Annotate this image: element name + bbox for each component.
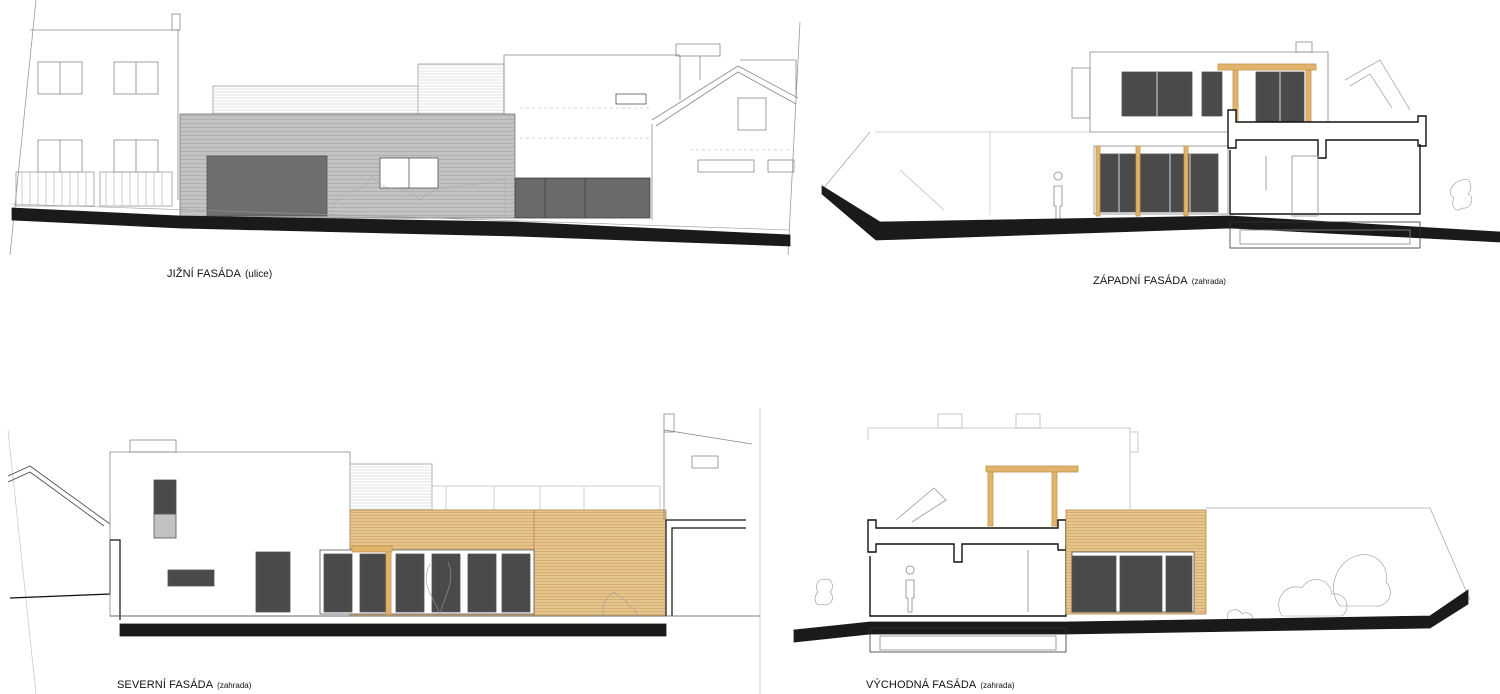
caption-title: JIŽNÍ FASÁDA [167, 268, 241, 280]
west-facade-drawing [821, 41, 1500, 249]
caption-north-facade: SEVERNÍ FASÁDA(zahrada) [117, 675, 251, 693]
ground-line [793, 589, 1469, 643]
caption-west-facade: ZÁPADNÍ FASÁDA(zahrada) [1093, 271, 1226, 289]
caption-note: (zahrada) [217, 681, 252, 690]
garage-door [206, 155, 328, 217]
north-facade-drawing [7, 408, 761, 694]
neighbour-house-left [15, 13, 181, 207]
caption-south-facade: JIŽNÍ FASÁDA(ulice) [167, 264, 272, 282]
south-facade-drawing [9, 0, 801, 256]
ground-line [11, 207, 791, 247]
caption-east-facade: VÝCHODNÁ FASÁDA(zahrada) [866, 675, 1015, 693]
caption-note: (zahrada) [1191, 277, 1226, 286]
caption-note: (zahrada) [980, 681, 1015, 690]
east-facade-drawing [793, 413, 1471, 653]
caption-title: ZÁPADNÍ FASÁDA [1093, 275, 1188, 287]
caption-note: (ulice) [244, 269, 273, 280]
neighbour-house-right [651, 59, 799, 220]
caption-title: SEVERNÍ FASÁDA [117, 679, 214, 691]
ground-line [119, 623, 667, 637]
caption-title: VÝCHODNÁ FASÁDA [866, 679, 977, 691]
ground-line [821, 185, 1500, 243]
